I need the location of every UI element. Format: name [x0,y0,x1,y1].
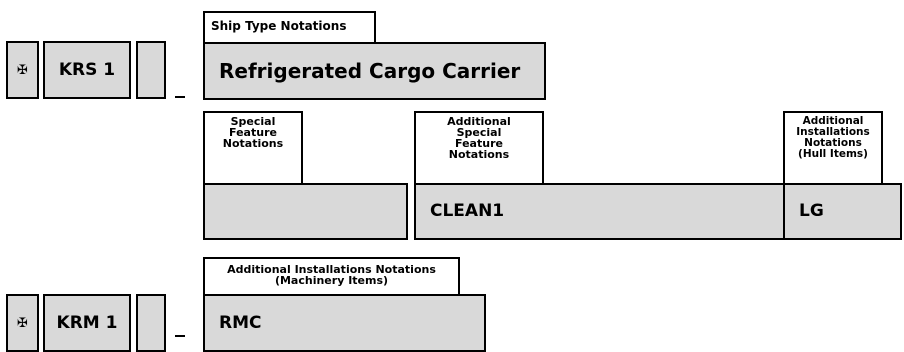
machinery-installations-value: RMC [219,312,262,333]
hull-mark-box: ✠ [6,41,39,99]
ship-type-label: Ship Type Notations [203,11,376,44]
maltese-cross-icon: ✠ [17,315,28,331]
maltese-cross-icon: ✠ [17,62,28,78]
hull-blank-box [136,41,166,99]
special-feature-label: Special Feature Notations [203,111,303,186]
machinery-installations-box: RMC [203,294,486,352]
machinery-mark-box: ✠ [6,294,39,352]
special-feature-box [203,183,408,240]
machinery-installations-label: Additional Installations Notations (Mach… [203,257,460,296]
ship-type-value: Refrigerated Cargo Carrier [219,59,521,83]
machinery-class-notation: KRM 1 [56,312,118,333]
hull-class-box: KRS 1 [43,41,131,99]
machinery-blank-box [136,294,166,352]
additional-special-feature-value: CLEAN1 [430,201,505,221]
hull-separator-dash [175,96,185,98]
additional-special-feature-box: CLEAN1 [414,183,786,240]
additional-special-feature-label: Additional Special Feature Notations [414,111,544,186]
machinery-separator-dash [175,335,185,337]
additional-hull-installations-label: Additional Installations Notations (Hull… [783,111,883,186]
ship-type-box: Refrigerated Cargo Carrier [203,42,546,100]
additional-hull-installations-box: LG [783,183,902,240]
hull-class-notation: KRS 1 [58,59,116,80]
machinery-class-box: KRM 1 [43,294,131,352]
additional-hull-installations-value: LG [799,201,824,221]
